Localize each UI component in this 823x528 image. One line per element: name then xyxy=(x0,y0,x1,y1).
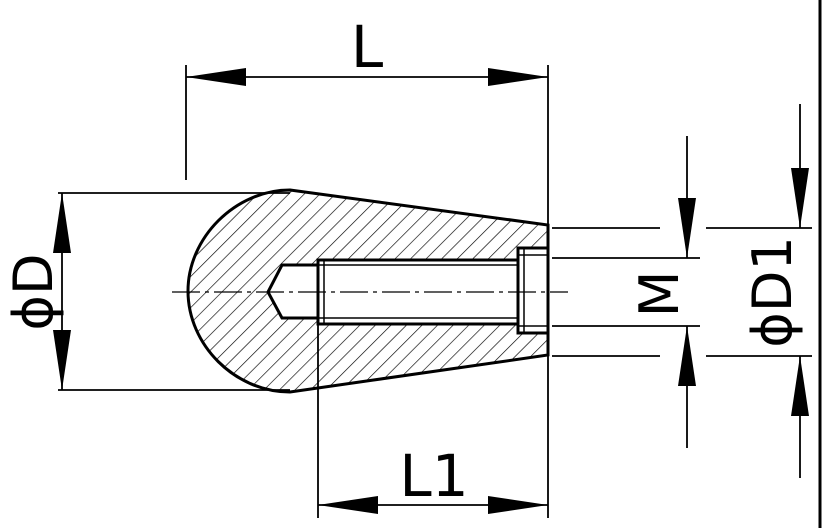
label-L: L xyxy=(351,13,383,81)
dimension-L1 xyxy=(317,324,549,518)
dimension-D1 xyxy=(706,104,812,478)
label-D1: ϕD1 xyxy=(741,236,804,348)
label-L1: L1 xyxy=(399,442,468,510)
label-D: ϕD xyxy=(2,253,65,330)
dimension-D xyxy=(53,192,290,391)
label-M: M xyxy=(628,271,691,318)
dimension-L xyxy=(185,65,549,225)
dimension-M xyxy=(552,136,700,448)
